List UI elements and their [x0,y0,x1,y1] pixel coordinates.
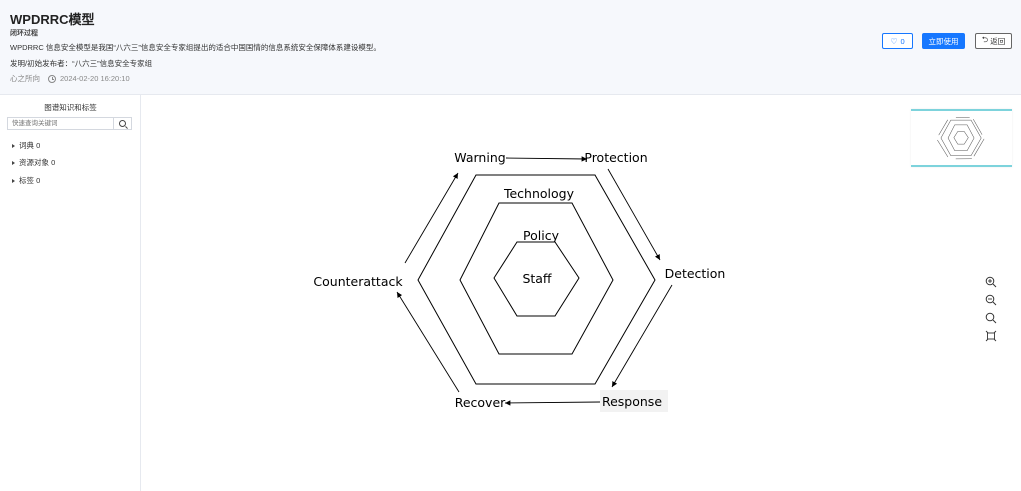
sidebar-item-resources[interactable]: 资源对象 0 [12,157,55,168]
cycle-label-response: Response [602,394,662,409]
wpdrrc-diagram: Technology Policy Staff Warning Protecti… [313,150,726,412]
zoom-out-icon [985,294,997,306]
outer-hexagon [417,174,656,385]
layer-label-policy: Policy [523,228,560,243]
arrow-warning-protection [505,156,588,162]
like-button[interactable]: ♡ 0 [882,33,913,49]
search-icon [119,120,126,127]
caret-right-icon [12,178,15,183]
minimap-preview [937,117,985,160]
back-label: 返回 [990,36,1006,46]
heart-icon: ♡ [890,36,898,46]
header: WPDRRC模型 闭环过程 WPDRRC 信息安全模型是我国“八六三”信息安全专… [0,0,1021,95]
zoom-out-button[interactable] [984,293,998,307]
inner-hexagon [493,241,580,317]
sidebar-item-tags[interactable]: 标签 0 [12,175,40,186]
sidebar: 图谱知识和标签 词典 0 资源对象 0 标签 0 [0,95,141,491]
cycle-label-detection: Detection [665,266,726,281]
sidebar-item-dictionary[interactable]: 词典 0 [12,140,40,151]
fit-screen-button[interactable] [984,329,998,343]
arrow-detection-response [611,284,673,388]
fit-screen-icon [985,330,997,342]
cycle-label-protection: Protection [584,150,647,165]
arrow-protection-detection [607,168,661,261]
timestamp: 2024-02-20 16:20:10 [60,74,130,83]
page-title: WPDRRC模型 [10,12,95,27]
sidebar-item-label: 词典 0 [19,141,41,150]
publisher-info: 发明/初始发布者：“八六三”信息安全专家组 [10,59,153,68]
zoom-reset-icon [985,312,997,324]
arrow-recover-counterattack [396,291,460,393]
back-arrow-icon: ⮌ [981,35,989,44]
caret-right-icon [12,160,15,165]
back-button[interactable]: ⮌ 返回 [975,33,1012,49]
minimap[interactable] [911,109,1012,167]
zoom-toolbar [984,275,1004,347]
arrow-response-recover [504,400,601,406]
search-button[interactable] [113,118,131,129]
author-name: 心之所向 [10,74,40,83]
zoom-in-button[interactable] [984,275,998,289]
response-highlight [600,390,668,412]
cycle-label-recover: Recover [455,395,506,410]
page-subtitle: 闭环过程 [10,30,38,37]
diagram-canvas[interactable]: Technology Policy Staff Warning Protecti… [141,95,1021,491]
search-input[interactable] [8,118,113,129]
middle-hexagon [459,202,614,355]
use-now-button[interactable]: 立即使用 [922,33,965,49]
sidebar-item-label: 标签 0 [19,176,41,185]
sidebar-item-label: 资源对象 0 [19,158,56,167]
search-box [7,117,132,130]
cycle-label-counterattack: Counterattack [313,274,403,289]
zoom-reset-button[interactable] [984,311,998,325]
sidebar-title: 图谱知识和标签 [44,103,97,112]
cycle-label-warning: Warning [454,150,505,165]
model-description: WPDRRC 信息安全模型是我国“八六三”信息安全专家组提出的适合中国国情的信息… [10,43,381,52]
like-count: 0 [900,36,905,46]
layer-label-technology: Technology [503,186,575,201]
meta-row: 心之所向 2024-02-20 16:20:10 [10,73,130,84]
layer-label-staff: Staff [522,271,551,286]
caret-right-icon [12,143,15,148]
arrow-counterattack-warning [404,172,459,264]
zoom-in-icon [985,276,997,288]
clock-icon [48,74,56,83]
